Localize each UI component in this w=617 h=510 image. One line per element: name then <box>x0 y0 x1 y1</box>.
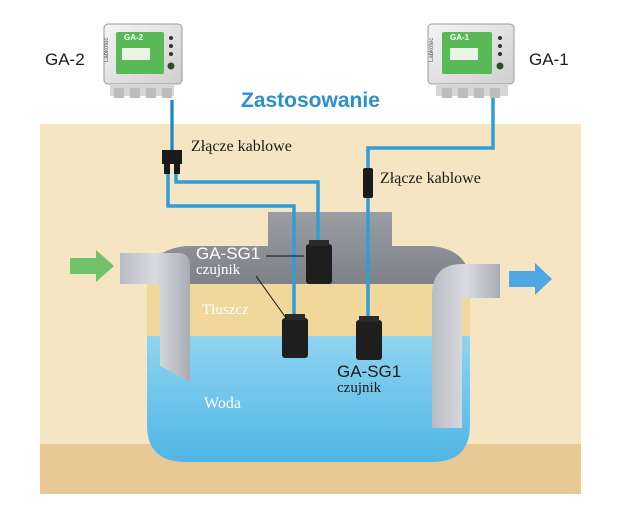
water-layer-label: Woda <box>204 395 241 412</box>
cable-ga2-to-sensor-fat <box>166 172 296 318</box>
ga1-screen-label: GA-1 <box>450 33 470 42</box>
controller-ga2 <box>103 23 183 98</box>
sensor-top-desc: czujnik <box>196 262 241 278</box>
water-layer <box>147 336 470 462</box>
cable-ga2-to-sensor-top <box>174 172 320 244</box>
fat-layer <box>147 284 470 336</box>
controller-ga1 <box>427 23 515 98</box>
sensor-bottom-desc: czujnik <box>337 380 382 396</box>
diagram-title: Zastosowanie <box>241 89 380 112</box>
sensor-water-body <box>356 316 382 360</box>
cable-joint-right-label: Złącze kablowe <box>380 170 481 187</box>
sensor-top-name: GA-SG1 <box>196 244 261 263</box>
inlet-pipe <box>120 253 190 382</box>
ga1-brand-label: Labkotec <box>429 37 435 62</box>
ga2-brand-label: Labkotec <box>104 37 110 62</box>
controller-ga1-label: GA-1 <box>529 50 569 69</box>
cable-joint-right-part <box>363 168 373 198</box>
outflow-arrow <box>509 263 552 295</box>
outlet-pipe <box>432 264 500 428</box>
cable-joint-left-label: Złącze kablowe <box>191 138 292 155</box>
fat-layer-label: Tłuszcz <box>202 302 249 318</box>
leader-sensor-fat <box>255 275 287 319</box>
inflow-arrow <box>70 250 114 282</box>
sensor-top-body <box>306 240 332 284</box>
controller-ga2-label: GA-2 <box>45 50 85 69</box>
ga2-screen-label: GA-2 <box>124 33 144 42</box>
sensor-fat-body <box>282 314 308 358</box>
separator-tank <box>120 212 500 462</box>
cable-joint-left-part <box>162 150 182 174</box>
sensor-bottom-name: GA-SG1 <box>337 362 402 381</box>
cable-ga1 <box>366 90 495 320</box>
